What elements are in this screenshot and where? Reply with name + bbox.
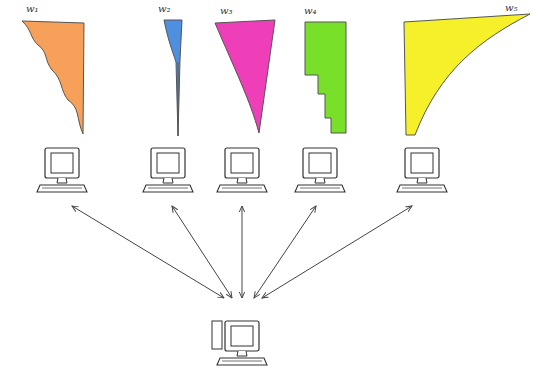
worker-computer	[37, 148, 87, 192]
weight-label: w₄	[304, 6, 317, 16]
green-distribution	[305, 22, 346, 133]
orange-distribution	[22, 21, 84, 134]
bidirectional-arrow	[72, 206, 224, 298]
weight-label: w₂	[158, 4, 171, 14]
server-tower	[212, 321, 222, 349]
blue-tail	[178, 62, 179, 136]
blue-distribution	[164, 20, 182, 136]
arrows	[72, 206, 412, 298]
weight-label: w₅	[505, 3, 518, 13]
worker-computer	[217, 148, 267, 192]
worker-computer	[143, 148, 193, 192]
server-computer	[217, 321, 267, 365]
worker-computer	[295, 148, 345, 192]
weight-label: w₁	[26, 4, 39, 14]
weight-label: w₃	[220, 6, 233, 16]
worker-computer	[397, 148, 447, 192]
yellow-distribution	[404, 14, 530, 135]
bidirectional-arrow	[172, 206, 232, 298]
magenta-distribution	[215, 20, 275, 133]
bidirectional-arrow	[262, 206, 412, 298]
bidirectional-arrow	[242, 206, 243, 298]
